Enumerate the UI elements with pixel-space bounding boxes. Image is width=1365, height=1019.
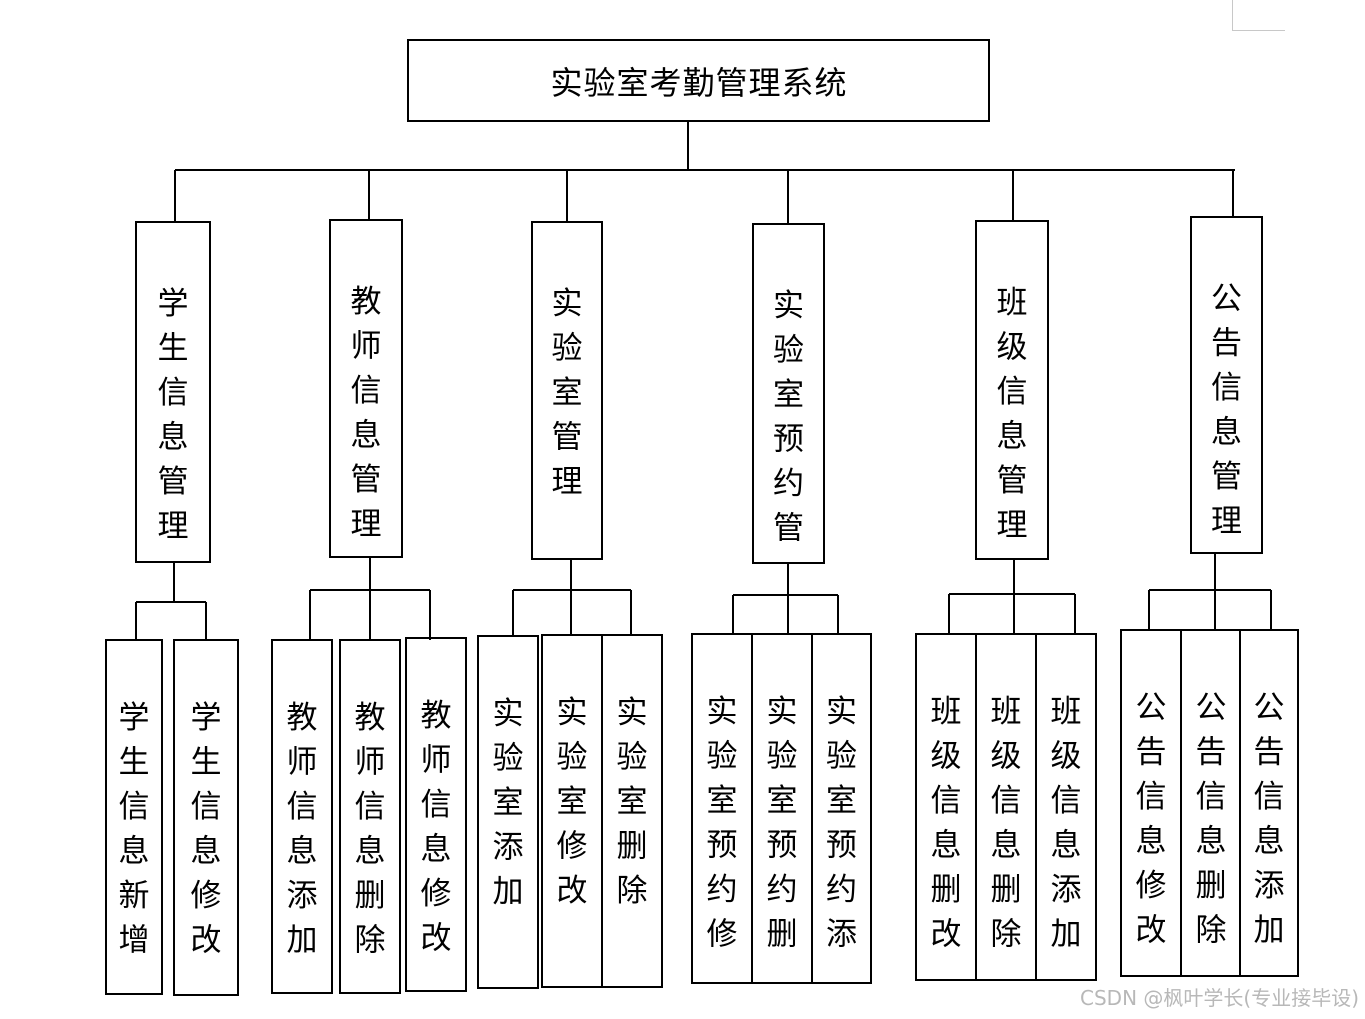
submodule-box [271,639,333,994]
submodule-box [477,635,539,989]
submodule-label: 公告信息修改 [1136,690,1167,949]
module-box [329,219,403,558]
submodule-label: 教师信息修改 [421,698,452,957]
submodule-label: 班级信息删除 [991,694,1022,953]
submodule-label: 教师信息添加 [287,700,318,959]
submodule-box [339,639,401,994]
module-label: 教师信息管理 [351,284,382,543]
module-label: 实验室预约管 [773,288,804,547]
submodule-box [1120,629,1182,977]
submodule-box [601,634,663,988]
submodule-label: 实验室预约添 [826,694,857,953]
submodule-label: 学生信息新增 [119,700,150,959]
submodule-label: 学生信息修改 [191,700,222,959]
submodule-box [173,639,239,996]
module-box [975,220,1049,560]
module-label: 实验室管理 [552,286,583,500]
submodule-label: 公告信息删除 [1196,690,1227,949]
submodule-box [1035,633,1097,981]
module-box [135,221,211,563]
module-group: 学生信息管理 教师信息管理 实验室管理 实验室预约管 班级信息管理 公告信息管理 [135,170,1263,564]
module-label: 班级信息管理 [997,285,1028,544]
root-box [407,39,990,122]
submodule-box [691,633,753,984]
system-title: 实验室考勤管理系统 [550,64,848,102]
submodule-label: 实验室预约修 [707,694,738,953]
submodule-box [1180,629,1242,977]
watermark: CSDN @枫叶学长(专业接毕设) [1080,986,1359,1010]
page-corner-mark [1232,0,1285,31]
submodule-box [811,633,872,984]
module-box [531,221,603,560]
submodule-box [751,633,813,984]
submodule-label: 实验室删除 [617,695,648,909]
submodule-label: 实验室预约删 [767,694,798,953]
submodule-label: 实验室修改 [557,695,588,909]
module-label: 学生信息管理 [158,286,189,545]
module-box [1190,216,1263,554]
submodule-label: 班级信息添加 [1051,694,1082,953]
submodule-label: 实验室添加 [493,696,524,910]
submodule-label: 教师信息删除 [355,700,386,959]
submodule-box [105,639,163,995]
submodule-box [1239,629,1299,977]
submodule-group: 学生信息新增 学生信息修改 教师信息添加 教师信息删除 教师信息修改 实验室添加 实验室修改… [105,553,1299,996]
submodule-box [405,637,467,992]
submodule-label: 班级信息删改 [931,694,962,953]
submodule-box [915,633,977,981]
submodule-label: 公告信息添加 [1254,690,1285,949]
submodule-box [975,633,1037,981]
module-label: 公告信息管理 [1211,281,1242,540]
